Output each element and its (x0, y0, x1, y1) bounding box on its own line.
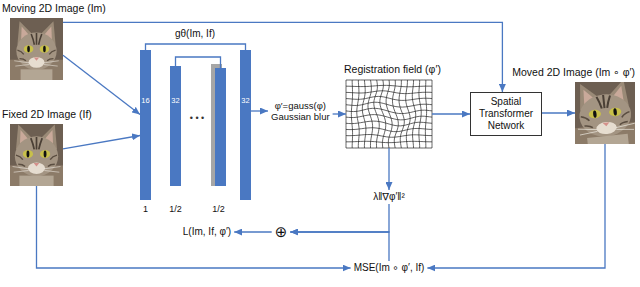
fixed-cat-photo (10, 124, 63, 186)
flow-arrow (290, 232, 389, 261)
node-text: λ‖∇φ′‖² (373, 191, 405, 203)
grid-line (399, 80, 404, 148)
grid-line (346, 80, 432, 81)
grid-line (380, 80, 386, 148)
resolution-label: 1/2 (212, 204, 225, 214)
flow-arrow (542, 112, 575, 113)
channel-count: 32 (171, 96, 179, 105)
grid-line (357, 80, 359, 148)
grid-line (392, 80, 398, 148)
grid-line (346, 91, 432, 94)
regularizer-term: λ‖∇φ′‖² (370, 190, 408, 204)
grid-line (346, 108, 432, 113)
grid-line (346, 135, 432, 138)
node-text: ⊕ (275, 223, 288, 241)
conv-layer: 32 (170, 66, 181, 186)
grid-line (346, 96, 432, 100)
image-heading: Registration field (φ′) (344, 63, 441, 75)
channel-count: 32 (241, 96, 249, 105)
grid-line (425, 80, 426, 148)
illustration-part (575, 82, 635, 144)
flow-arrow (427, 144, 605, 268)
grid-line (368, 80, 373, 148)
flow-arrow (432, 113, 470, 114)
node-text: Spatial Transformer Network (475, 96, 537, 132)
grid-line (419, 80, 421, 148)
grid-line (346, 102, 432, 107)
flow-arrow (63, 55, 140, 114)
node-text: Gaussian blur (271, 111, 330, 122)
moved-image: Moved 2D Image (Im ∘ φ′) (575, 82, 635, 144)
grid-line (406, 80, 410, 148)
moving-cat-photo (10, 18, 63, 80)
grid-line (346, 121, 432, 126)
conv-layer: 32 (240, 50, 251, 200)
image-heading: Moving 2D Image (Im) (2, 2, 106, 14)
image-heading: Moved 2D Image (Im ∘ φ′) (512, 66, 635, 78)
grid-line (346, 141, 432, 142)
resolution-label: 1/2 (169, 204, 182, 214)
node-text: MSE(Im ∘ φ′, If) (354, 262, 425, 274)
flow-arrow (251, 110, 268, 111)
flow-arrow (333, 113, 346, 114)
deformation-grid (346, 80, 432, 148)
flow-arrow (290, 204, 389, 232)
channel-count: 16 (141, 96, 149, 105)
transformer-box: Spatial Transformer Network (470, 92, 542, 136)
loss-term: L(Im, If, φ′) (180, 225, 234, 239)
illustration-part (10, 124, 63, 186)
node-text: L(Im, If, φ′) (183, 226, 231, 238)
gaussian-blur-step: φ′=gauss(φ)Gaussian blur (268, 99, 333, 124)
grid-line (374, 80, 379, 148)
grid-line (346, 85, 432, 86)
skip-connection (146, 44, 246, 50)
resolution-label: 1 (143, 204, 148, 214)
grid-line (351, 80, 352, 148)
grid-line (346, 128, 432, 132)
moving-image: Moving 2D Image (Im) (10, 18, 63, 80)
image-heading: Fixed 2D Image (If) (2, 108, 92, 120)
feature-map-bar (215, 68, 226, 186)
node-text: φ′=gauss(φ) (271, 100, 330, 111)
ellipsis: • • • (190, 113, 204, 123)
fixed-image: Fixed 2D Image (If) (10, 124, 63, 186)
flow-arrow (63, 136, 140, 149)
grid-line (386, 80, 392, 148)
illustration-part (10, 18, 63, 80)
grid-line (346, 115, 432, 120)
flow-arrow (234, 231, 272, 232)
similarity-term: MSE(Im ∘ φ′, If) (351, 261, 428, 275)
flow-arrow (388, 148, 389, 190)
grid-line (412, 80, 415, 148)
skip-connection (176, 57, 221, 68)
moved-cat-photo (575, 82, 635, 144)
grid-line (362, 80, 366, 148)
flow-arrow (63, 22, 502, 92)
conv-layer: 16 (140, 50, 151, 200)
network-label: gθ(Im, If) (175, 28, 215, 39)
flow-arrow (37, 186, 351, 268)
sum-symbol: ⊕ (272, 222, 291, 242)
registration-field: Registration field (φ′) (346, 80, 432, 148)
